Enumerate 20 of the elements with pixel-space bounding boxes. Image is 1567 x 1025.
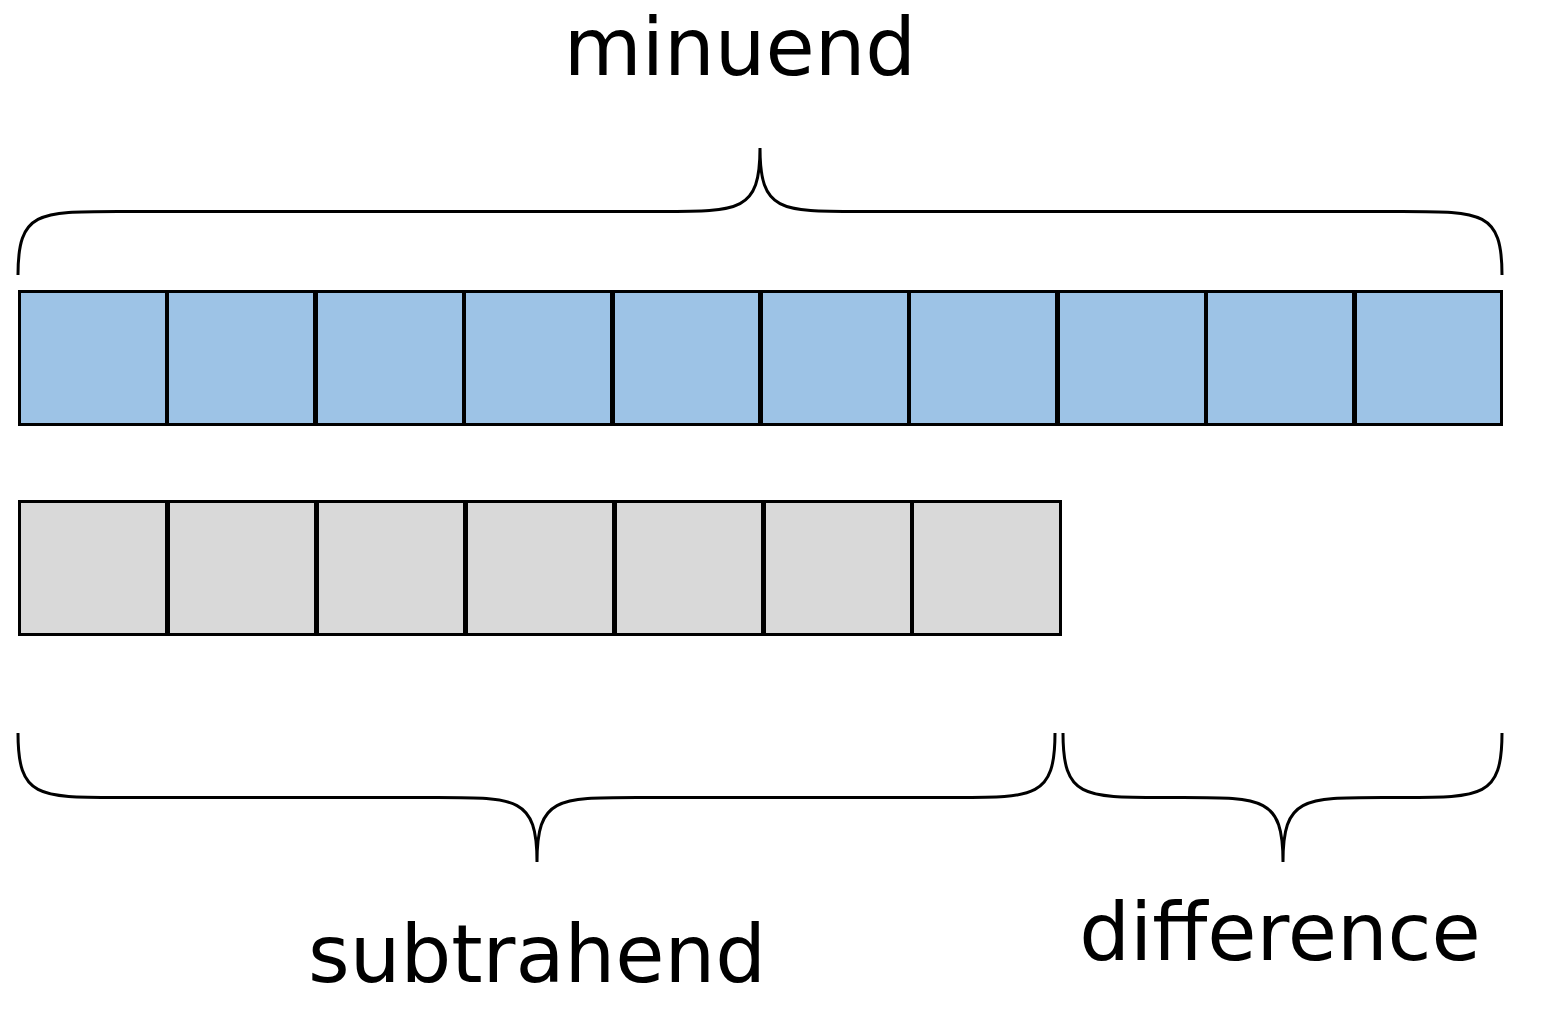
unit-square <box>762 500 913 636</box>
brace-label: minuend <box>563 8 917 88</box>
unit-square <box>18 500 169 636</box>
unit-square <box>760 290 910 426</box>
unit-square <box>1353 290 1504 426</box>
unit-square <box>613 500 764 636</box>
unit-square <box>911 500 1062 636</box>
brace-label: subtrahend <box>308 915 766 995</box>
unit-square <box>166 290 317 426</box>
unit-square <box>1205 290 1356 426</box>
brace-label: difference <box>1079 893 1481 973</box>
unit-square <box>1056 290 1207 426</box>
unit-square <box>908 290 1059 426</box>
unit-square <box>315 500 467 636</box>
unit-square <box>18 290 168 426</box>
unit-square <box>314 290 465 426</box>
unit-square <box>611 290 762 426</box>
unit-square <box>464 500 616 636</box>
unit-square <box>166 500 318 636</box>
unit-square <box>463 290 614 426</box>
